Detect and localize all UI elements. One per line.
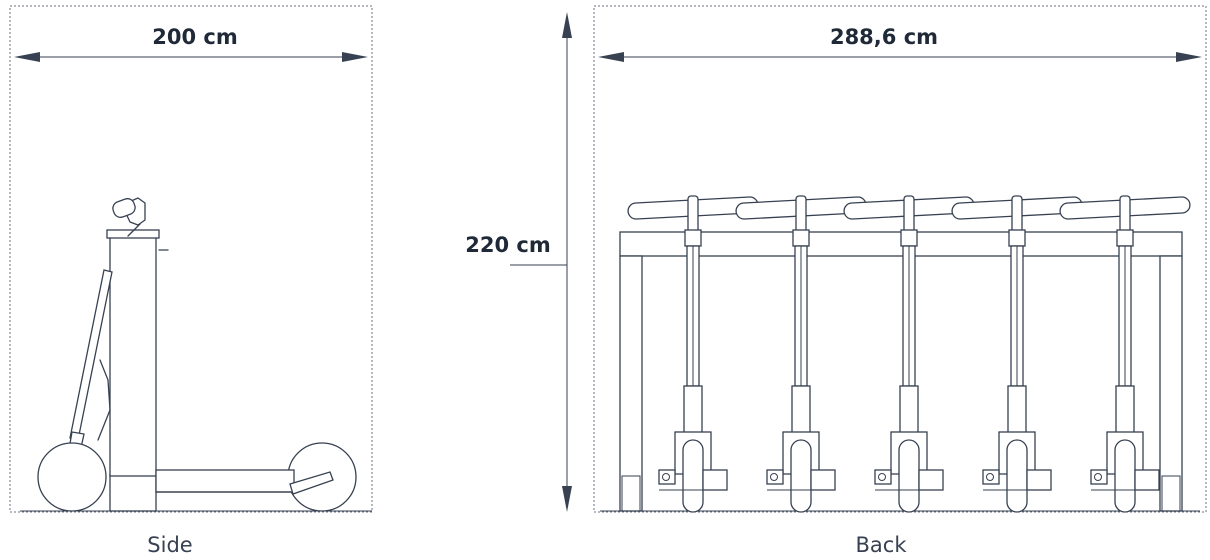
- side-width-dimension: 200 cm: [14, 25, 368, 62]
- height-dimension: 220 cm: [465, 12, 572, 512]
- back-view-drawing: [600, 195, 1200, 513]
- side-view-drawing: [20, 197, 372, 512]
- height-label: 220 cm: [465, 233, 550, 257]
- back-width-label: 288,6 cm: [830, 25, 938, 49]
- side-view-label: Side: [147, 533, 192, 557]
- side-view-frame: [9, 5, 373, 513]
- side-width-label: 200 cm: [152, 25, 237, 49]
- back-view-frame: [593, 5, 1207, 513]
- back-view-label: Back: [856, 533, 908, 557]
- back-width-dimension: 288,6 cm: [598, 25, 1202, 62]
